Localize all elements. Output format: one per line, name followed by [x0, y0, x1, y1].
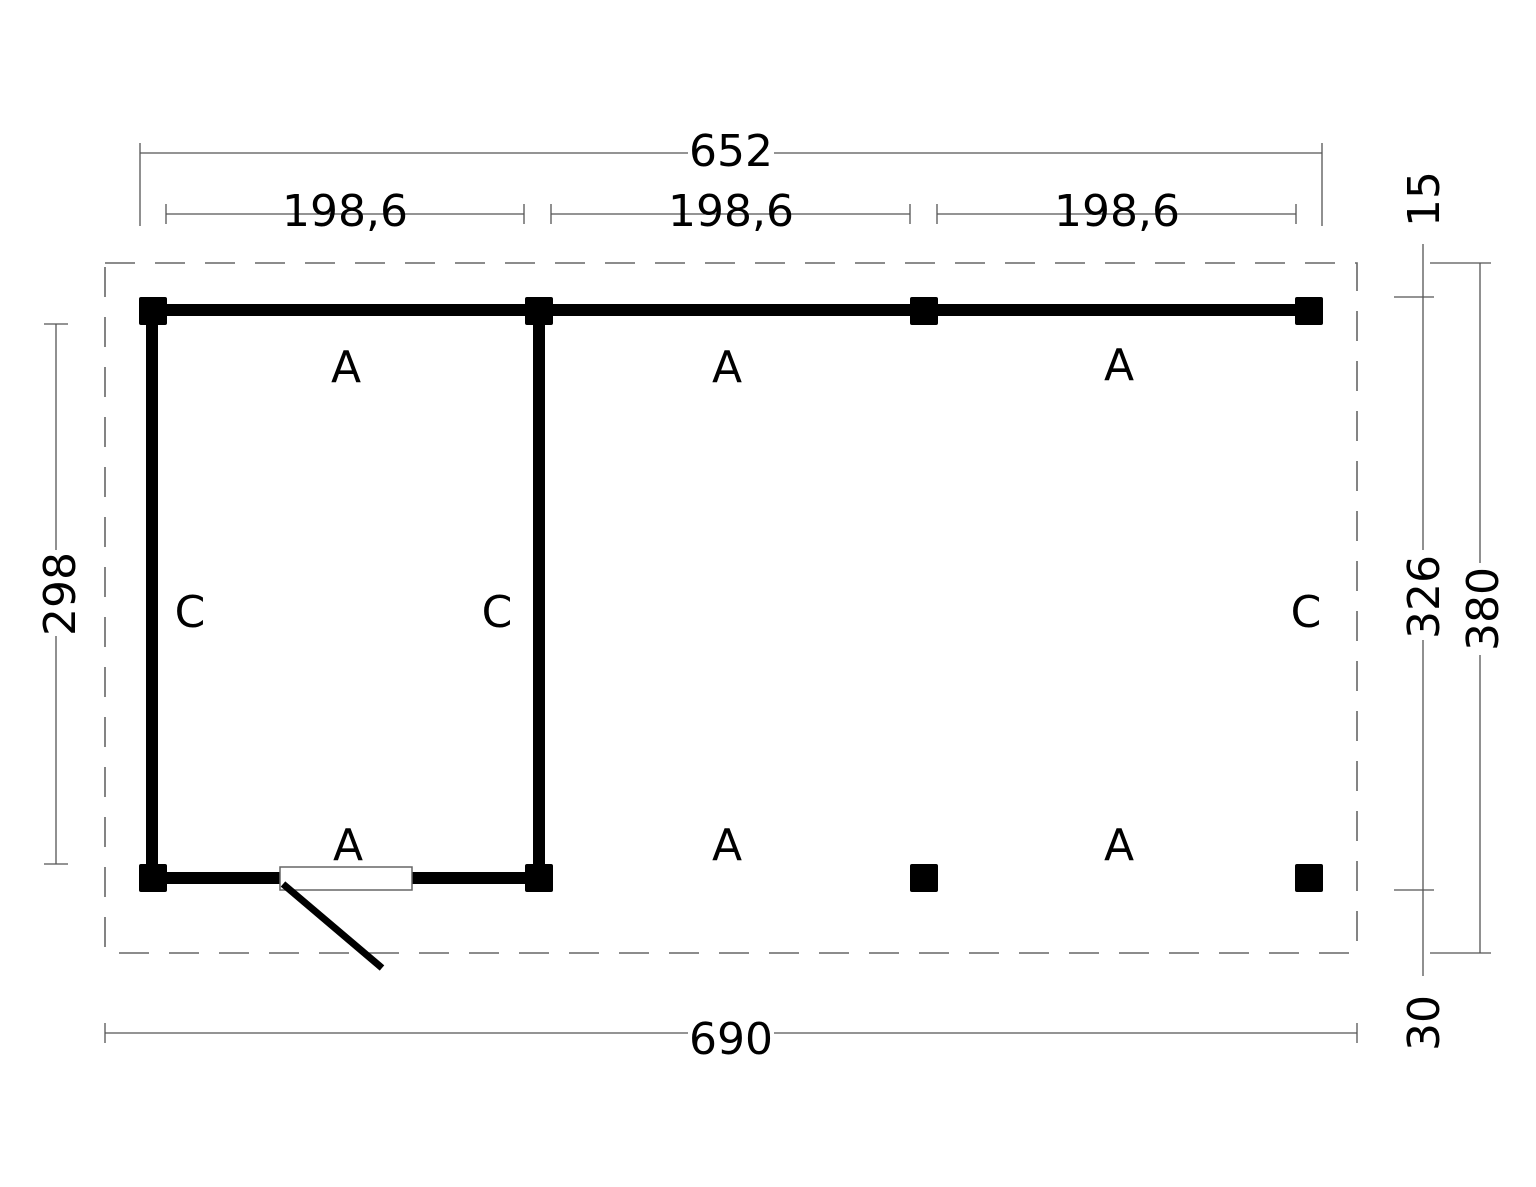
- label-segment-3: 198,6: [1054, 186, 1180, 237]
- dimension-right-inner: 326: [1394, 244, 1450, 976]
- dimension-segment-1: 198,6: [165, 186, 525, 237]
- wall-label-top-1: A: [331, 342, 361, 393]
- dimension-overall-bottom: 690: [104, 1012, 1358, 1065]
- dimension-segment-2: 198,6: [550, 186, 911, 237]
- label-segment-1: 198,6: [282, 186, 408, 237]
- wall-label-bottom-1: A: [333, 820, 363, 871]
- label-326: 326: [1399, 555, 1450, 639]
- dimension-right-outer: 380: [1430, 262, 1509, 954]
- wall-label-middle: C: [482, 587, 513, 638]
- wall-label-bottom-2: A: [712, 820, 742, 871]
- roof-outline: [104, 262, 1358, 954]
- label-298: 298: [35, 552, 86, 636]
- label-30: 30: [1399, 995, 1450, 1051]
- dimension-overall-top: 652: [139, 126, 1323, 226]
- wall-label-left: C: [175, 587, 206, 638]
- dimension-segment-3: 198,6: [936, 186, 1297, 237]
- dimension-left-height: 298: [35, 323, 86, 865]
- wall-label-bottom-3: A: [1104, 820, 1134, 871]
- label-380: 380: [1458, 567, 1509, 651]
- walls: [146, 304, 1310, 884]
- label-segment-2: 198,6: [668, 186, 794, 237]
- wall-label-right: C: [1291, 587, 1322, 638]
- wall-label-top-2: A: [712, 342, 742, 393]
- posts: [139, 297, 1323, 892]
- wall-label-top-3: A: [1104, 340, 1134, 391]
- door: [279, 866, 413, 971]
- label-652: 652: [689, 126, 773, 177]
- label-690: 690: [689, 1014, 773, 1065]
- label-15: 15: [1399, 171, 1450, 227]
